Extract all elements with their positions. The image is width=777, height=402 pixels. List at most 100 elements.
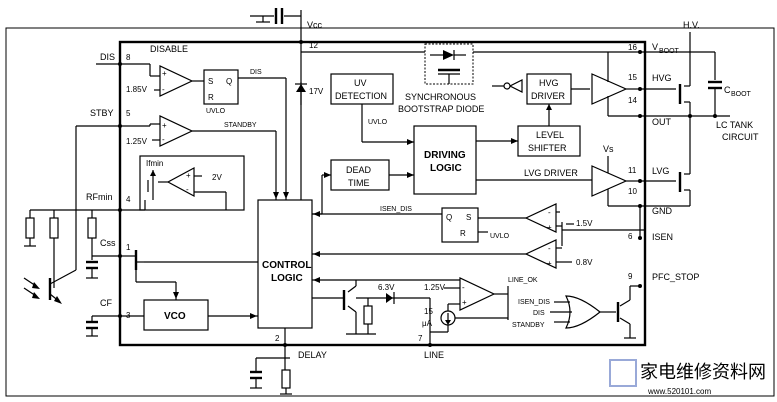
uv-detection-block: UV DETECTION UVLO (330, 73, 414, 145)
svg-text:V: V (652, 42, 658, 52)
line-pfc-section: 6.3V - + 1.25V LINE_OK 7 LINE 15 μA ISE (312, 277, 642, 360)
lvg-buffer: Vs (591, 144, 640, 207)
svg-text:R: R (460, 229, 466, 238)
svg-text:6.3V: 6.3V (378, 283, 395, 292)
svg-text:+: + (186, 171, 191, 180)
svg-text:+: + (547, 259, 552, 268)
svg-text:1: 1 (126, 243, 131, 252)
svg-text:家电维修资料网: 家电维修资料网 (640, 362, 766, 383)
svg-text:-: - (462, 283, 465, 292)
svg-text:17V: 17V (309, 87, 324, 96)
svg-text:Q: Q (226, 77, 232, 86)
zener-17v: 17V (295, 82, 324, 105)
svg-text:+: + (547, 223, 552, 232)
svg-text:STANDBY: STANDBY (224, 122, 257, 129)
svg-text:+: + (162, 69, 167, 78)
svg-text:9: 9 (628, 272, 633, 281)
svg-text:11: 11 (628, 166, 637, 175)
svg-text:STBY: STBY (90, 108, 114, 118)
svg-text:10: 10 (628, 187, 637, 196)
svg-text:1.25V: 1.25V (424, 283, 446, 292)
svg-text:DIS: DIS (250, 69, 262, 76)
svg-text:ISEN_DIS: ISEN_DIS (380, 206, 412, 213)
svg-text:16: 16 (628, 43, 637, 52)
level-shifter-block: LEVEL SHIFTER (476, 125, 581, 157)
svg-text:-: - (162, 85, 165, 94)
svg-text:DELAY: DELAY (298, 350, 327, 360)
svg-text:Vcc: Vcc (307, 20, 323, 30)
svg-text:CONTROL: CONTROL (262, 260, 311, 271)
svg-text:Ifmin: Ifmin (146, 159, 163, 168)
svg-text:LVG: LVG (652, 166, 669, 176)
svg-text:STANDBY: STANDBY (512, 322, 545, 329)
svg-text:OUT: OUT (652, 117, 672, 127)
svg-text:-: - (548, 244, 551, 253)
svg-text:LOGIC: LOGIC (430, 163, 462, 174)
svg-text:C: C (724, 85, 731, 95)
svg-text:VCO: VCO (164, 311, 186, 322)
svg-text:R: R (208, 93, 214, 102)
svg-text:4: 4 (126, 195, 131, 204)
svg-text:μA: μA (422, 319, 433, 328)
pin-stby: STBY 5 (75, 108, 160, 260)
control-logic-block: CONTROL LOGIC (257, 199, 313, 329)
svg-text:DETECTION: DETECTION (335, 91, 387, 101)
svg-text:UVLO: UVLO (368, 119, 388, 126)
svg-text:0.8V: 0.8V (576, 258, 593, 267)
hvg-driver-block: HVG DRIVER (492, 73, 590, 126)
disable-comparator: DISABLE + - 1.85V (126, 44, 204, 97)
svg-text:www.520101.com: www.520101.com (647, 387, 711, 396)
svg-text:6: 6 (628, 232, 633, 241)
svg-text:S: S (466, 213, 471, 222)
svg-text:-: - (186, 185, 189, 194)
hvg-buffer (591, 52, 640, 117)
svg-text:1.85V: 1.85V (126, 85, 148, 94)
svg-text:BOOT: BOOT (731, 91, 752, 98)
svg-text:SHIFTER: SHIFTER (528, 143, 567, 153)
svg-text:LINE_OK: LINE_OK (508, 277, 538, 284)
watermark: 家电维修资料网 www.520101.com (609, 359, 766, 396)
svg-text:UVLO: UVLO (490, 233, 510, 240)
pin-cf: CF 3 (86, 298, 144, 337)
svg-text:DRIVING: DRIVING (424, 150, 466, 161)
optocoupler (23, 260, 77, 304)
svg-text:Q: Q (446, 213, 452, 222)
svg-text:LEVEL: LEVEL (536, 130, 564, 140)
svg-text:DISABLE: DISABLE (150, 44, 188, 54)
svg-text:-: - (548, 208, 551, 217)
svg-text:HVG: HVG (539, 78, 559, 88)
svg-text:UV: UV (354, 78, 367, 88)
svg-text:H.V.: H.V. (683, 20, 700, 30)
svg-text:LINE: LINE (424, 350, 444, 360)
svg-text:Css: Css (100, 238, 116, 248)
svg-text:7: 7 (418, 334, 423, 343)
svg-text:ISEN_DIS: ISEN_DIS (518, 299, 550, 306)
pin-delay: 2 DELAY (250, 328, 327, 395)
svg-text:Vs: Vs (603, 144, 614, 154)
driving-logic-block: DRIVING LOGIC LVG DRIVER (413, 125, 592, 195)
sr-latch: S R Q UVLO DIS (203, 69, 289, 200)
external-half-bridge: H.V. C BOOT LC TANK CIRCUIT (640, 20, 759, 207)
svg-text:8: 8 (126, 53, 131, 62)
svg-text:DIS: DIS (533, 310, 545, 317)
svg-text:2: 2 (275, 334, 280, 343)
sync-bootstrap-diode: SYNCHRONOUS BOOTSTRAP DIODE (398, 43, 640, 114)
dead-time-block: DEAD TIME (312, 159, 414, 215)
right-pins: 16 V BOOT 15 HVG 14 OUT 11 LVG 10 GND 6 … (628, 42, 699, 282)
svg-text:LC TANK: LC TANK (716, 120, 753, 130)
svg-text:DEAD: DEAD (346, 165, 372, 175)
svg-text:LOGIC: LOGIC (271, 273, 303, 284)
pin-rfmin: RFmin 4 (24, 192, 145, 280)
standby-comparator: + - 1.25V STANDBY (126, 115, 279, 200)
svg-text:15: 15 (628, 73, 637, 82)
isen-section: - + 1.5V - + 0.8V Q S R UVLO ISEN_DIS (312, 203, 645, 269)
svg-text:BOOTSTRAP DIODE: BOOTSTRAP DIODE (398, 104, 484, 114)
svg-text:S: S (208, 77, 213, 86)
pin-dis: DIS 8 (96, 52, 160, 77)
pin-css: Css 1 (86, 238, 258, 282)
svg-text:1.5V: 1.5V (576, 219, 593, 228)
svg-text:TIME: TIME (348, 178, 370, 188)
vco-block: VCO (136, 281, 258, 331)
svg-text:DIS: DIS (100, 52, 115, 62)
